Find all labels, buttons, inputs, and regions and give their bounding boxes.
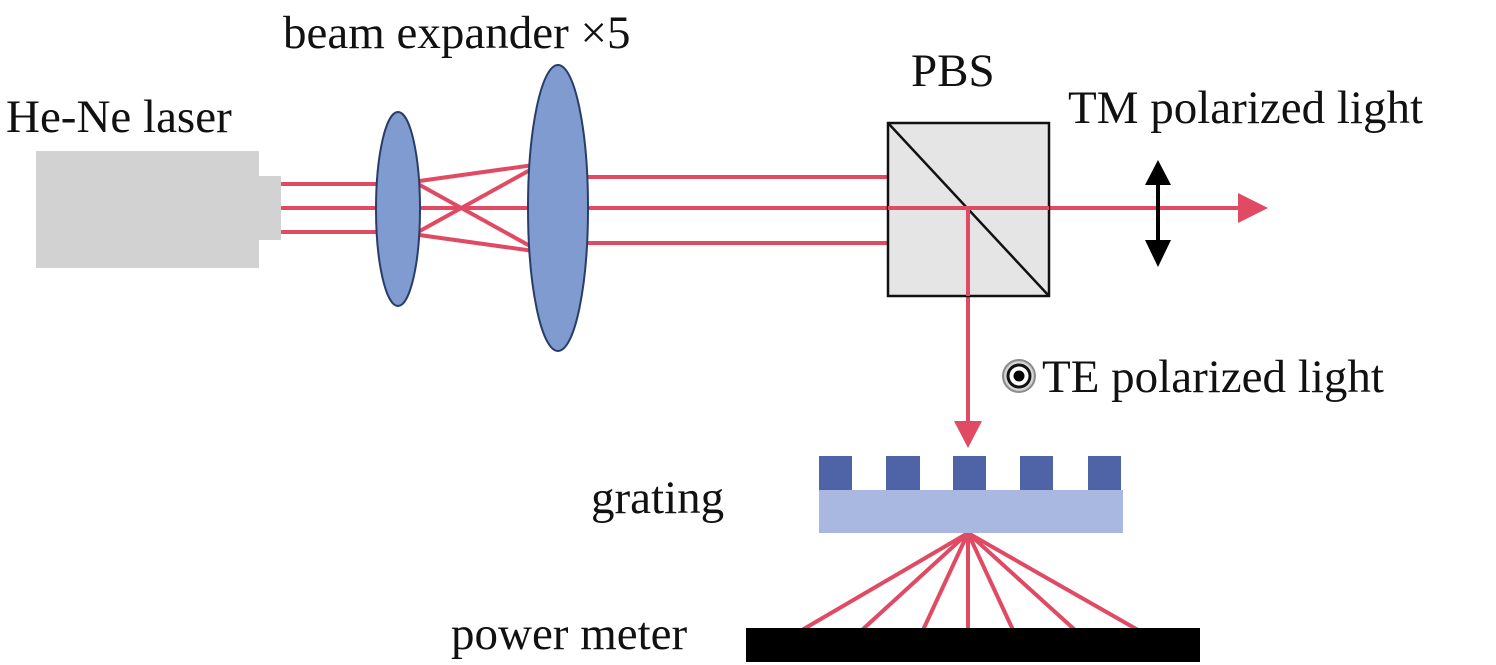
- expander-lens-small: [375, 111, 421, 307]
- laser-output-port: [259, 176, 281, 240]
- grating-tooth: [886, 456, 920, 490]
- expander-lens-large: [527, 64, 589, 352]
- double-headed-vertical-arrow-icon: [1145, 160, 1171, 267]
- diffracted-order-3: [921, 532, 970, 631]
- beam-expander-label: beam expander ×5: [283, 7, 631, 59]
- diffracted-order-1: [800, 531, 970, 632]
- diffracted-order-7: [967, 531, 1139, 632]
- pbs-cube: [886, 121, 1051, 298]
- grating-substrate: [819, 490, 1123, 533]
- te-polarized-light-label: TE polarized light: [1042, 351, 1384, 403]
- grating-tooth: [1020, 456, 1053, 490]
- grating-label: grating: [591, 472, 724, 524]
- beam-expander: [375, 64, 589, 352]
- laser-body: [36, 151, 259, 268]
- grating-tooth: [819, 456, 852, 490]
- grating-tooth: [953, 456, 986, 490]
- diffracted-order-5: [966, 532, 1015, 631]
- diffracted-order-2: [860, 531, 970, 632]
- power-meter-label: power meter: [451, 608, 688, 660]
- pbs-label: PBS: [911, 45, 995, 97]
- te-down-arrowhead: [954, 421, 982, 448]
- laser: [36, 151, 281, 268]
- dot-in-circle-icon: [1002, 359, 1036, 393]
- diffracted-order-6: [966, 531, 1077, 632]
- grating-tooth: [1088, 456, 1121, 490]
- tm-polarized-light-label: TM polarized light: [1068, 82, 1423, 134]
- power-meter-detector: [746, 628, 1200, 662]
- beam-cross-bottom: [417, 168, 531, 234]
- beam-cross-top: [417, 182, 531, 248]
- laser-label: He-Ne laser: [6, 91, 232, 143]
- tm-output-arrowhead: [1238, 193, 1268, 223]
- grating: [819, 456, 1123, 533]
